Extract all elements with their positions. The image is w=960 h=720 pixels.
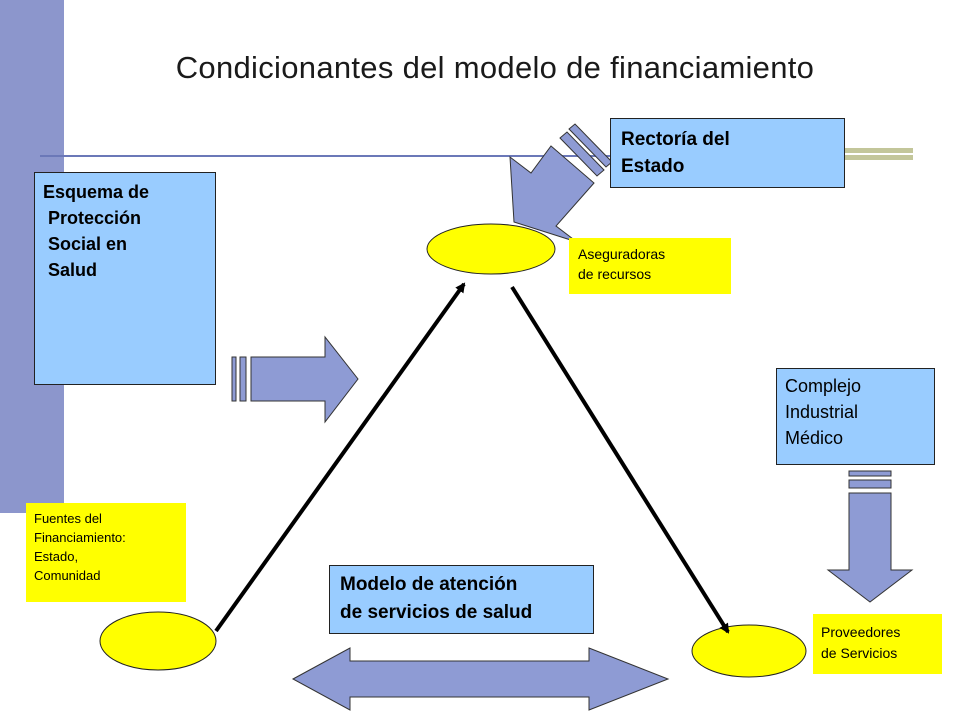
block-arrow-double	[291, 647, 670, 711]
esquema-line-4: Salud	[43, 260, 98, 280]
aseguradoras-line-2: de recursos	[578, 266, 652, 282]
title-divider-line	[40, 155, 612, 157]
block-arrow-down	[826, 470, 914, 603]
label-fuentes: Fuentes del Financiamiento: Estado, Comu…	[26, 503, 186, 602]
block-arrow-diagonal	[509, 123, 613, 243]
page-title: Condicionantes del modelo de financiamie…	[175, 50, 815, 85]
node-proveedores	[691, 624, 807, 678]
label-proveedores: Proveedores de Servicios	[813, 614, 942, 674]
fuentes-line-3: Estado,	[34, 549, 79, 564]
proveedores-line-2: de Servicios	[821, 645, 898, 661]
fuentes-line-2: Financiamiento:	[34, 530, 126, 545]
box-complejo-industrial: Complejo Industrial Médico	[776, 368, 935, 465]
arrow-fuentes-to-aseguradoras	[214, 282, 466, 633]
modelo-line-2: de servicios de salud	[340, 602, 533, 623]
esquema-line-2: Protección	[43, 208, 142, 228]
node-fuentes	[99, 611, 217, 671]
complejo-line-1: Complejo	[785, 376, 862, 396]
decorative-stripes	[845, 148, 913, 168]
rectoria-line-1: Rectoría del	[621, 129, 730, 150]
proveedores-line-1: Proveedores	[821, 624, 901, 640]
fuentes-line-4: Comunidad	[34, 568, 101, 583]
box-rectoria-estado: Rectoría del Estado	[610, 118, 845, 188]
complejo-line-2: Industrial	[785, 402, 859, 422]
esquema-line-3: Social en	[43, 234, 128, 254]
block-arrow-right	[231, 335, 359, 424]
esquema-line-1: Esquema de	[43, 182, 150, 202]
modelo-line-1: Modelo de atención	[340, 574, 518, 595]
rectoria-line-2: Estado	[621, 156, 685, 177]
arrow-aseguradoras-to-proveedores	[510, 285, 730, 634]
fuentes-line-1: Fuentes del	[34, 511, 102, 526]
box-modelo-atencion: Modelo de atención de servicios de salud	[329, 565, 594, 634]
aseguradoras-line-1: Aseguradoras	[578, 246, 666, 262]
label-aseguradoras: Aseguradoras de recursos	[569, 238, 731, 294]
complejo-line-3: Médico	[785, 428, 844, 448]
node-aseguradoras	[426, 223, 556, 275]
box-esquema-proteccion: Esquema de Protección Social en Salud	[34, 172, 216, 385]
